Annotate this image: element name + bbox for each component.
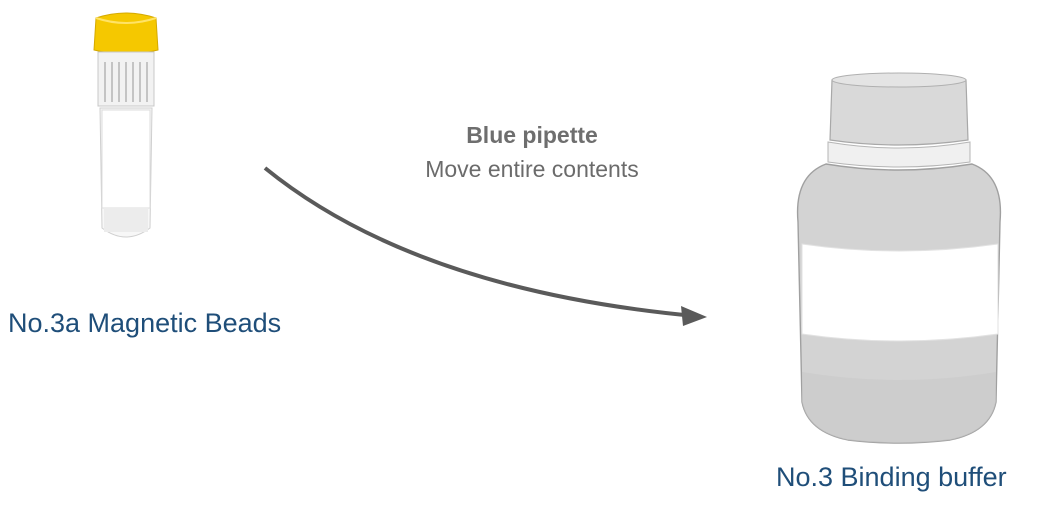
binding-buffer-bottle-icon	[796, 72, 1002, 444]
transfer-arrow-icon	[263, 166, 707, 326]
magnetic-beads-label: No.3a Magnetic Beads	[8, 308, 282, 338]
binding-buffer-label: No.3 Binding buffer	[776, 462, 1007, 492]
instruction-subtitle: Move entire contents	[425, 156, 639, 182]
magnetic-beads-tube-icon	[93, 12, 159, 238]
pipette-instruction: Blue pipette Move entire contents	[372, 118, 692, 186]
instruction-title: Blue pipette	[466, 122, 598, 148]
